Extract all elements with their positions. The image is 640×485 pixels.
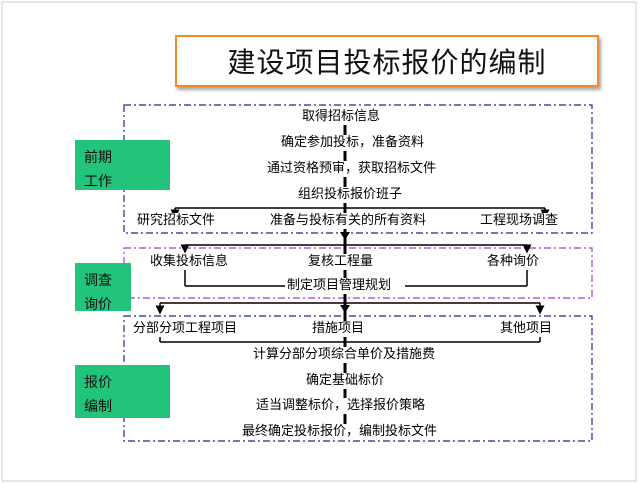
stage-label-pricing: 报价 编制 [75, 365, 170, 418]
step-adjust-strategy: 适当调整标价，选择报价策略 [256, 398, 426, 414]
stage-label-line: 前期 [84, 150, 112, 166]
step-study-tender-docs: 研究招标文件 [137, 213, 216, 229]
stage-label-line: 报价 [84, 375, 112, 391]
step-final-bid: 最终确定投标报价，编制投标文件 [242, 424, 438, 440]
step-unit-price: 计算分部分项综合单价及措施费 [253, 347, 436, 363]
step-base-price: 确定基础标价 [306, 373, 385, 389]
stage-label-line: 工作 [84, 174, 112, 190]
step-prequalification: 通过资格预审，获取招标文件 [267, 161, 437, 177]
stage-label-line: 调查 [84, 273, 112, 289]
group-box-pricing [123, 315, 593, 442]
stage-label-line: 询价 [84, 297, 112, 313]
step-management-plan: 制定项目管理规划 [287, 278, 392, 294]
stage-label-inquiry: 调查 询价 [75, 263, 131, 313]
step-site-survey: 工程现场调查 [480, 213, 559, 229]
step-prepare-materials: 准备与投标有关的所有资料 [270, 213, 427, 229]
step-measures: 措施项目 [312, 321, 365, 337]
step-form-team: 组织投标报价班子 [298, 187, 403, 203]
spine-arrow-3 [340, 305, 350, 313]
stage-label-line: 编制 [84, 399, 112, 415]
step-sub-items: 分部分项工程项目 [133, 321, 238, 337]
stage-label-preliminary: 前期 工作 [75, 140, 170, 190]
step-check-quantities: 复核工程量 [308, 254, 374, 270]
page-title: 建设项目投标报价的编制 [175, 35, 599, 87]
step-decide-bid: 确定参加投标，准备资料 [281, 135, 425, 151]
step-get-tender-info: 取得招标信息 [302, 109, 381, 125]
step-collect-info: 收集投标信息 [150, 254, 229, 270]
step-other-items: 其他项目 [500, 321, 553, 337]
spine-arrow-1 [340, 232, 350, 240]
step-price-inquiry: 各种询价 [487, 254, 540, 270]
